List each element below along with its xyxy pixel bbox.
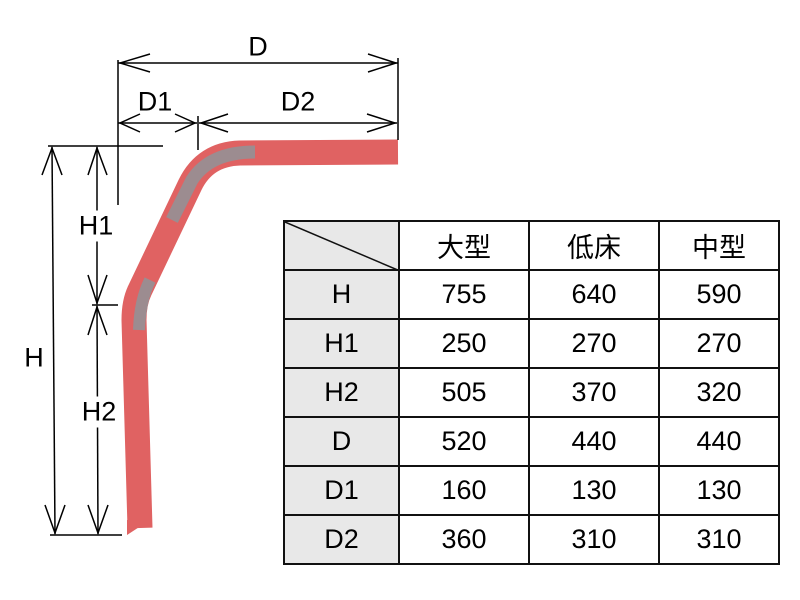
label-d1: D1 bbox=[137, 86, 173, 117]
row-label: H2 bbox=[283, 367, 400, 418]
row-label: H bbox=[283, 269, 400, 320]
cell: 130 bbox=[658, 465, 780, 516]
cell: 130 bbox=[528, 465, 660, 516]
cell: 590 bbox=[658, 269, 780, 320]
label-d2: D2 bbox=[280, 86, 316, 117]
diagonal-line bbox=[285, 222, 400, 271]
label-h2: H2 bbox=[81, 396, 117, 428]
label-d: D bbox=[248, 31, 268, 62]
cell: 320 bbox=[658, 367, 780, 418]
cell: 360 bbox=[398, 514, 530, 565]
cell: 520 bbox=[398, 416, 530, 467]
cell: 505 bbox=[398, 367, 530, 418]
cell: 440 bbox=[528, 416, 660, 467]
cell: 440 bbox=[658, 416, 780, 467]
corner-cell bbox=[283, 220, 400, 271]
column-header: 大型 bbox=[398, 220, 530, 271]
row-label: D bbox=[283, 416, 400, 467]
column-header: 中型 bbox=[658, 220, 780, 271]
cell: 250 bbox=[398, 318, 530, 369]
cell: 310 bbox=[528, 514, 660, 565]
table-header-row: 大型 低床 中型 bbox=[283, 220, 780, 271]
cell: 755 bbox=[398, 269, 530, 320]
cell: 640 bbox=[528, 269, 660, 320]
label-h: H bbox=[24, 342, 44, 373]
cell: 310 bbox=[658, 514, 780, 565]
row-label: H1 bbox=[283, 318, 400, 369]
cell: 270 bbox=[658, 318, 780, 369]
label-h1: H1 bbox=[78, 210, 114, 242]
blade-image bbox=[121, 139, 399, 535]
cell: 160 bbox=[398, 465, 530, 516]
column-header: 低床 bbox=[528, 220, 660, 271]
cell: 270 bbox=[528, 318, 660, 369]
row-label: D2 bbox=[283, 514, 400, 565]
cell: 370 bbox=[528, 367, 660, 418]
row-label: D1 bbox=[283, 465, 400, 516]
